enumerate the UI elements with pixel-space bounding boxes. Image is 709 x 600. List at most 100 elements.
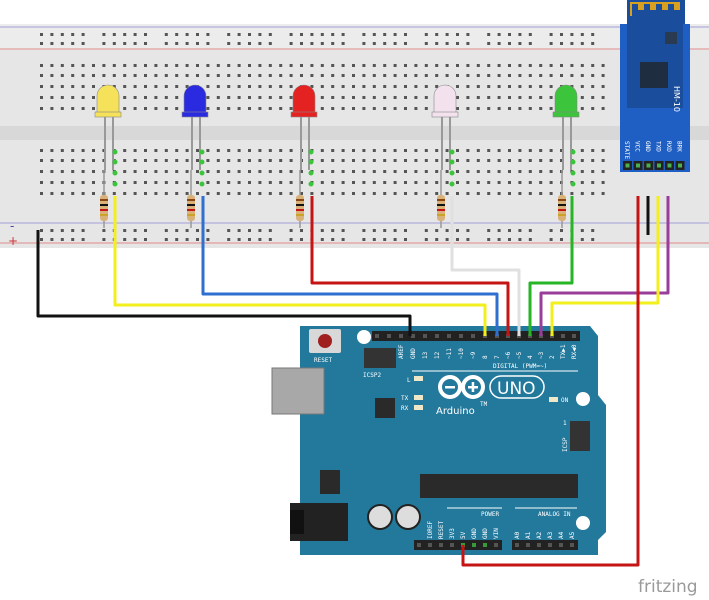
- wire-led-red-to-pin6[interactable]: [310, 196, 510, 336]
- breadboard-hole: [164, 33, 168, 36]
- breadboard-hole: [476, 149, 480, 152]
- bt-pin[interactable]: [667, 163, 672, 168]
- breadboard-hole: [206, 159, 210, 162]
- bt-pin[interactable]: [625, 163, 630, 168]
- breadboard-hole: [341, 64, 345, 67]
- header-pin[interactable]: [548, 543, 552, 547]
- breadboard-hole: [570, 74, 574, 77]
- wire-bt-brk-purple-to-pin3[interactable]: [539, 196, 670, 336]
- bt-pin[interactable]: [636, 163, 640, 168]
- header-pin[interactable]: [435, 334, 439, 338]
- breadboard-hole: [372, 74, 376, 77]
- header-pin[interactable]: [471, 334, 475, 338]
- header-pin[interactable]: [483, 543, 487, 547]
- breadboard-hole: [383, 229, 387, 232]
- header-pin[interactable]: [472, 543, 476, 547]
- breadboard-hole: [435, 149, 439, 152]
- header-pin[interactable]: [494, 543, 498, 547]
- on-label: ON: [561, 397, 569, 404]
- breadboard-hole: [248, 33, 251, 36]
- header-pin[interactable]: [447, 334, 451, 338]
- header-pin[interactable]: [459, 334, 463, 338]
- breadboard-hole: [123, 85, 127, 88]
- bt-pin[interactable]: [678, 163, 682, 168]
- breadboard-hole: [258, 85, 262, 88]
- breadboard-hole: [591, 159, 595, 162]
- breadboard-hole: [123, 33, 127, 36]
- wire-led-yellow-to-pin8[interactable]: [113, 196, 487, 336]
- breadboard-hole: [164, 238, 168, 241]
- breadboard-hole: [570, 64, 574, 67]
- breadboard-hole: [133, 107, 137, 110]
- breadboard-hole: [362, 159, 366, 162]
- breadboard-hole: [71, 192, 75, 195]
- breadboard-hole: [508, 42, 511, 45]
- breadboard-hole: [144, 74, 147, 77]
- breadboard-hole: [258, 229, 262, 232]
- wire-bt-vcc-red-to-5v[interactable]: [461, 196, 640, 567]
- breadboard-hole: [227, 42, 231, 45]
- breadboard-hole: [508, 170, 511, 173]
- header-pin[interactable]: [537, 543, 541, 547]
- header-pin[interactable]: [375, 334, 379, 338]
- header-pin[interactable]: [428, 543, 432, 547]
- breadboard-hole: [435, 64, 439, 67]
- analog-pin-label: A2: [536, 531, 543, 539]
- header-pin[interactable]: [450, 543, 454, 547]
- breadboard-hole: [185, 149, 189, 152]
- breadboard-hole: [300, 238, 303, 241]
- bt-pin[interactable]: [646, 163, 651, 168]
- breadboard-hole: [289, 149, 293, 152]
- header-pin[interactable]: [417, 543, 421, 547]
- header-pin[interactable]: [411, 334, 415, 338]
- wire-gnd-black[interactable]: [36, 230, 412, 336]
- bt-pin[interactable]: [657, 163, 661, 168]
- breadboard-hole: [591, 149, 595, 152]
- header-pin[interactable]: [439, 543, 443, 547]
- breadboard-hole: [404, 238, 407, 241]
- breadboard-hole: [497, 96, 501, 99]
- wire-led-white-to-pin5[interactable]: [450, 196, 521, 336]
- breadboard-hole: [216, 159, 220, 162]
- breadboard-hole: [133, 159, 137, 162]
- header-pin[interactable]: [559, 543, 563, 547]
- wire-bt-rxd-yellow-to-pin2[interactable]: [550, 196, 660, 336]
- wire-led-blue-to-pin7[interactable]: [201, 196, 499, 336]
- breadboard-hole: [528, 33, 532, 36]
- header-pin[interactable]: [526, 543, 530, 547]
- bt-pin-label: TXD: [655, 141, 662, 152]
- breadboard-hole: [528, 238, 532, 241]
- wire-led-green-to-pin4[interactable]: [528, 196, 574, 336]
- breadboard-hole: [237, 192, 241, 195]
- header-pin[interactable]: [570, 543, 574, 547]
- breadboard-hole: [404, 170, 407, 173]
- header-pin[interactable]: [399, 334, 403, 338]
- breadboard-hole: [81, 159, 85, 162]
- breadboard-hole: [216, 149, 220, 152]
- breadboard-hole: [508, 149, 511, 152]
- header-pin[interactable]: [515, 543, 519, 547]
- breadboard-hole: [123, 107, 127, 110]
- digital-header-2: [491, 331, 580, 341]
- breadboard-hole: [549, 159, 553, 162]
- header-pin[interactable]: [423, 334, 427, 338]
- breadboard-hole: [445, 159, 449, 162]
- header-pin[interactable]: [561, 334, 565, 338]
- breadboard-hole: [362, 42, 366, 45]
- breadboard-hole: [487, 192, 491, 195]
- breadboard-hole: [466, 170, 470, 173]
- breadboard-hole: [601, 181, 605, 184]
- breadboard-hole: [445, 238, 449, 241]
- breadboard-hole: [216, 74, 220, 77]
- breadboard-hole: [279, 170, 283, 173]
- header-pin[interactable]: [572, 334, 576, 338]
- breadboard-hole: [164, 229, 168, 232]
- breadboard-hole: [560, 42, 563, 45]
- header-pin[interactable]: [387, 334, 391, 338]
- breadboard-hole: [300, 33, 303, 36]
- led-rx: [414, 405, 423, 410]
- breadboard-hole: [601, 64, 605, 67]
- breadboard-hole: [476, 170, 480, 173]
- breadboard-hole: [404, 42, 407, 45]
- breadboard-hole: [123, 149, 127, 152]
